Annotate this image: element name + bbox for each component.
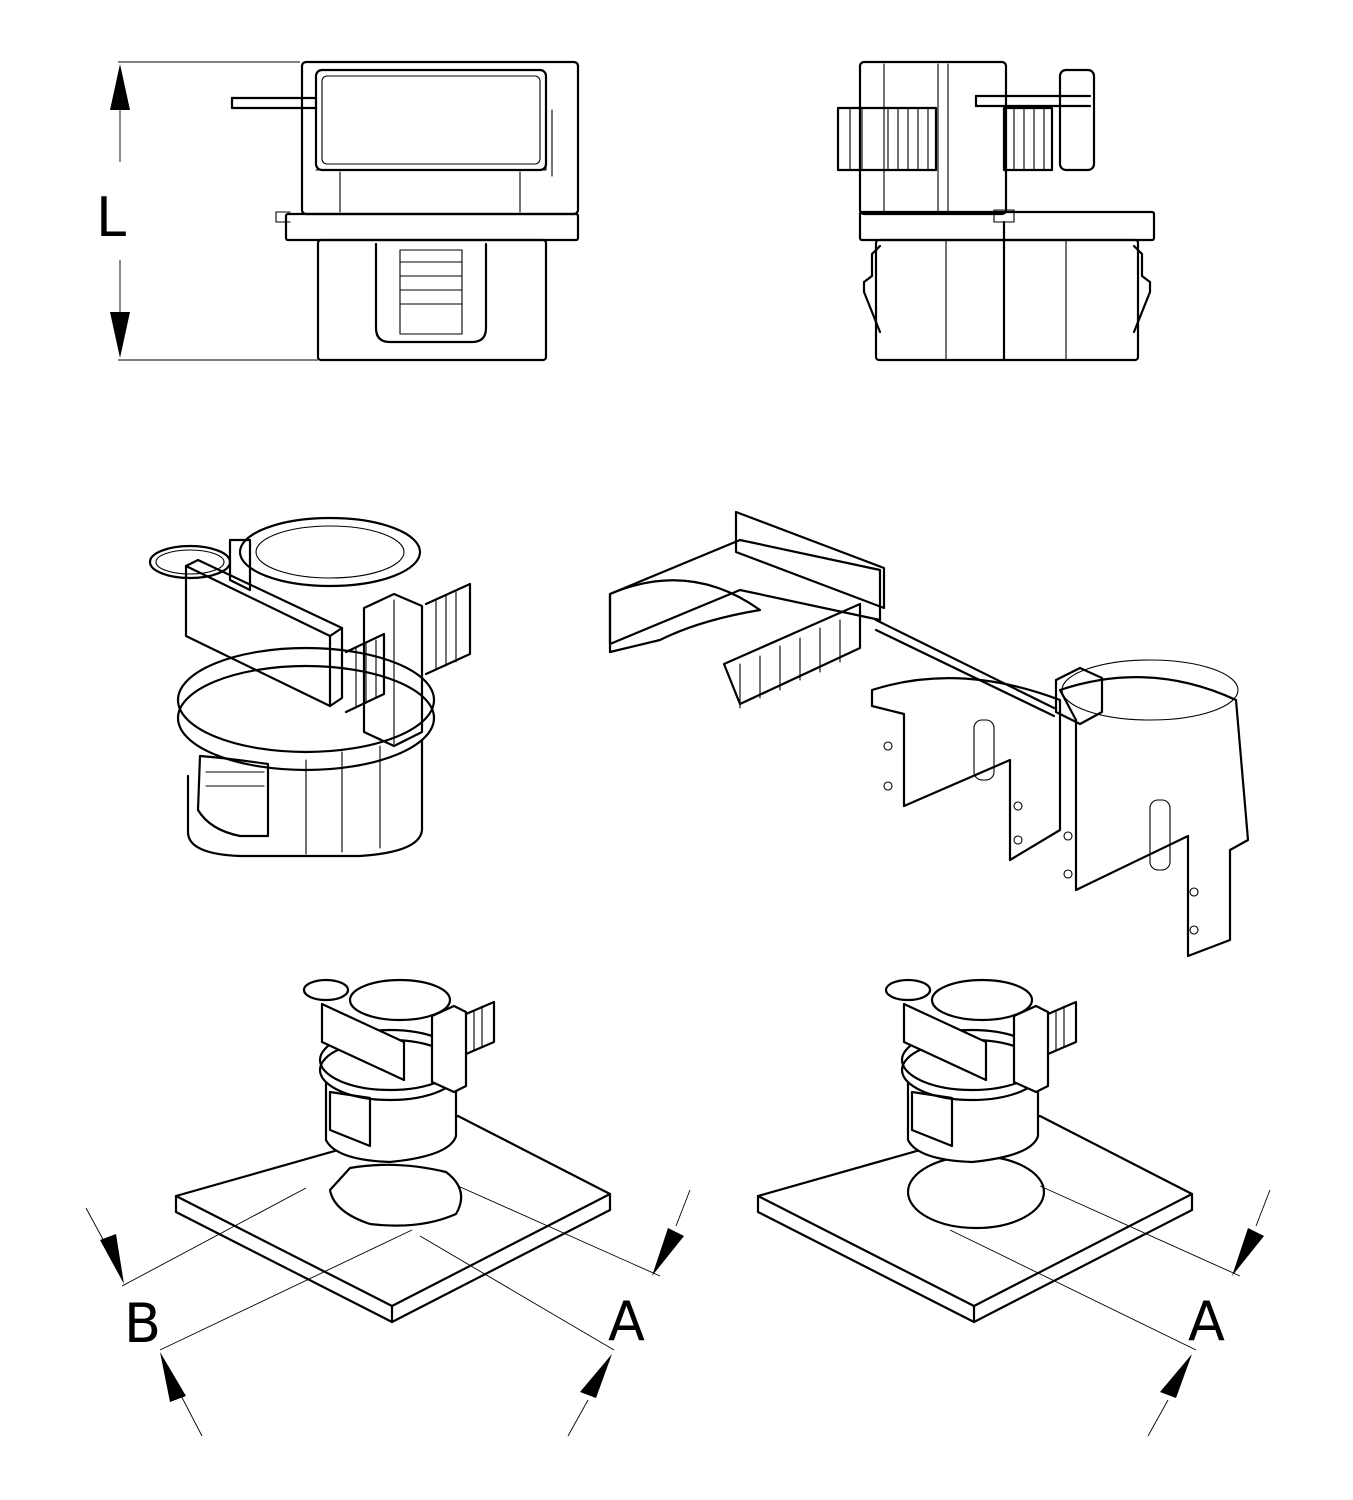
dim-label-a-right: A: [1188, 1290, 1225, 1353]
front-upper-body: [300, 60, 580, 216]
dim-a-arrow-bottom-left: [580, 1354, 612, 1398]
dim-a-ext-1-right: [1039, 1185, 1241, 1277]
side-teeth-right: [1002, 106, 1054, 172]
dim-a-line-top-left: [675, 1189, 691, 1227]
dim-b-arrow-bottom: [160, 1352, 186, 1402]
side-left-clip: [862, 244, 882, 334]
dim-a-line-bottom-left: [567, 1399, 589, 1437]
front-latch: [399, 249, 463, 335]
dim-label-b: B: [124, 1292, 161, 1355]
dim-a-arrow-top-left: [652, 1228, 684, 1276]
dim-a-arrow-bottom-right: [1160, 1354, 1192, 1398]
side-right-clip: [1132, 244, 1152, 334]
dim-a-arrow-top-right: [1232, 1228, 1264, 1276]
side-clamp-head: [1058, 68, 1096, 172]
front-clamp-bar: [314, 68, 548, 172]
dim-a-line-bottom-right: [1147, 1399, 1169, 1437]
front-lower-body: [316, 238, 548, 362]
iso-exploded-view: [608, 510, 1250, 958]
mounted-view-round-hole: A: [756, 978, 1271, 1437]
front-flange: [284, 212, 580, 242]
dim-a-ext-2-right: [949, 1229, 1197, 1351]
front-latch-window: [374, 242, 488, 344]
dim-l-arrow-top: [110, 64, 130, 110]
exploded-post: [1054, 666, 1104, 726]
side-teeth-left: [836, 106, 938, 172]
iso-ratchet-post: [362, 592, 424, 748]
iso-lower-body: [186, 738, 424, 858]
iso-ratchet-teeth: [424, 582, 472, 676]
dim-b-arrow-top: [100, 1234, 124, 1284]
exploded-clamp-head: [734, 510, 886, 610]
mini-grommet-right: [884, 978, 1078, 1164]
iso-top-ring: [238, 516, 422, 588]
mini-grommet-left: [302, 978, 496, 1164]
side-flange: [858, 210, 1156, 242]
dim-b-ext-2: [159, 1229, 413, 1351]
dim-a-line-top-right: [1255, 1189, 1271, 1227]
iso-post-left: [228, 538, 252, 592]
front-view: L: [96, 60, 580, 362]
iso-assembled-view: [148, 516, 472, 858]
dim-label-l: L: [96, 186, 126, 249]
exploded-teeth-bar: [722, 602, 862, 706]
panel-hole-left: [328, 1163, 463, 1227]
dim-a-ext-2-left: [419, 1235, 615, 1351]
iso-tether-ring: [148, 544, 232, 580]
dim-a-ext-1-left: [457, 1185, 661, 1277]
iso-flange: [176, 664, 436, 772]
dim-label-a-left: A: [608, 1290, 645, 1353]
side-view: [836, 60, 1156, 362]
exploded-half-left: [870, 677, 1062, 862]
side-lower-body: [874, 238, 1140, 362]
exploded-tether: [874, 618, 1056, 710]
iso-latch: [196, 754, 270, 838]
dim-l-arrow-bottom: [110, 312, 130, 358]
mounted-view-rectangular-hole: B A: [85, 978, 691, 1437]
side-upper-body: [858, 60, 1008, 216]
exploded-half-right: [1058, 676, 1250, 958]
dim-b-ext-1: [121, 1187, 307, 1287]
